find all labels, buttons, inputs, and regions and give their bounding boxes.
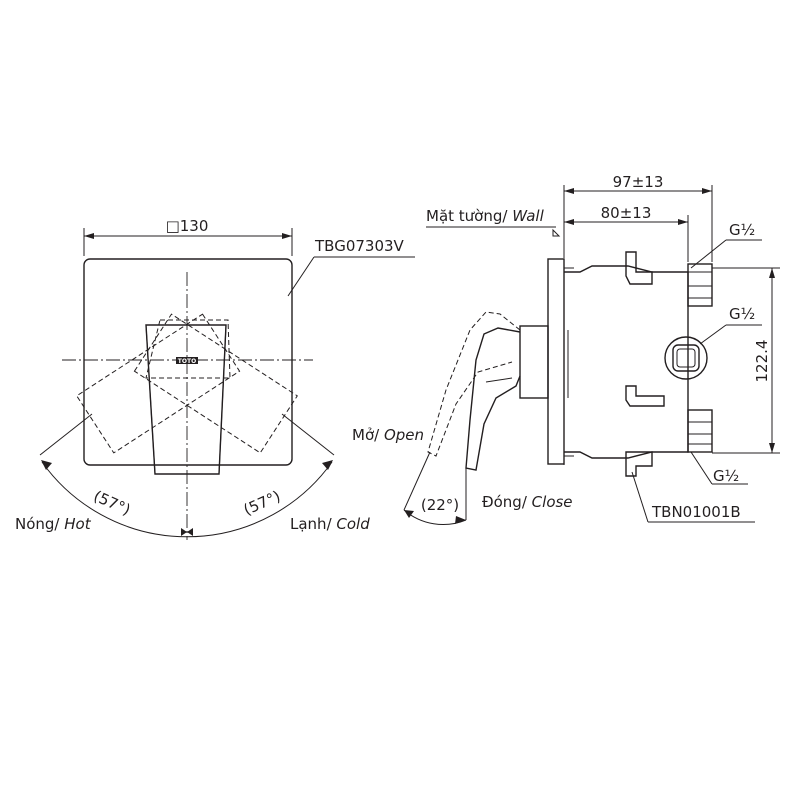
bottom-thread-label: G½ (713, 467, 739, 485)
close-label: Đóng/ Close (482, 493, 573, 511)
open-angle-label: (22°) (421, 496, 459, 514)
cover-plate-side (547, 258, 565, 465)
cold-angle-label: (57°) (241, 487, 283, 519)
handle-open (427, 311, 521, 457)
top-outlet (687, 263, 713, 307)
middle-port-outer (664, 336, 708, 380)
handle-closed (465, 327, 521, 471)
open-label: Mở/ Open (352, 426, 424, 444)
rotation-arc (41, 461, 333, 538)
logo-plate (176, 357, 198, 364)
brand-logo: TOTO (178, 358, 196, 365)
width-dimension-label: □130 (166, 217, 209, 235)
wall-marker (552, 228, 561, 237)
height-dimension-label: 122.4 (753, 340, 771, 383)
hot-label: Nóng/ Hot (15, 515, 92, 533)
hot-angle-label: (57°) (91, 487, 133, 519)
middle-port-inner (672, 344, 700, 372)
front-view: TOTO □130 TBG07303V (57°) (57°) Nóng/ Ho… (15, 217, 415, 540)
handle-center-position (145, 324, 227, 475)
cold-label: Lạnh/ Cold (290, 515, 370, 533)
valve-body (564, 265, 689, 459)
bottom-mounting-lug (625, 451, 653, 477)
middle-thread-label: G½ (729, 305, 755, 323)
top-thread-label: G½ (729, 221, 755, 239)
handle-cold-position (133, 313, 298, 454)
middle-mounting-lug (625, 385, 665, 407)
sleeve (519, 325, 549, 399)
wall-label: Mặt tường/ Wall (426, 207, 545, 225)
bottom-outlet (687, 409, 713, 453)
cover-plate (83, 258, 293, 466)
total-depth-label: 97±13 (613, 173, 664, 191)
handle-hot-position (76, 313, 241, 454)
cover-part-code: TBG07303V (314, 237, 405, 255)
body-depth-label: 80±13 (601, 204, 652, 222)
top-mounting-lug (625, 251, 653, 285)
side-view: Mặt tường/ Wall 97±13 80±13 (352, 173, 780, 526)
body-part-code: TBN01001B (651, 503, 741, 521)
handle-hub-outline (145, 319, 231, 379)
